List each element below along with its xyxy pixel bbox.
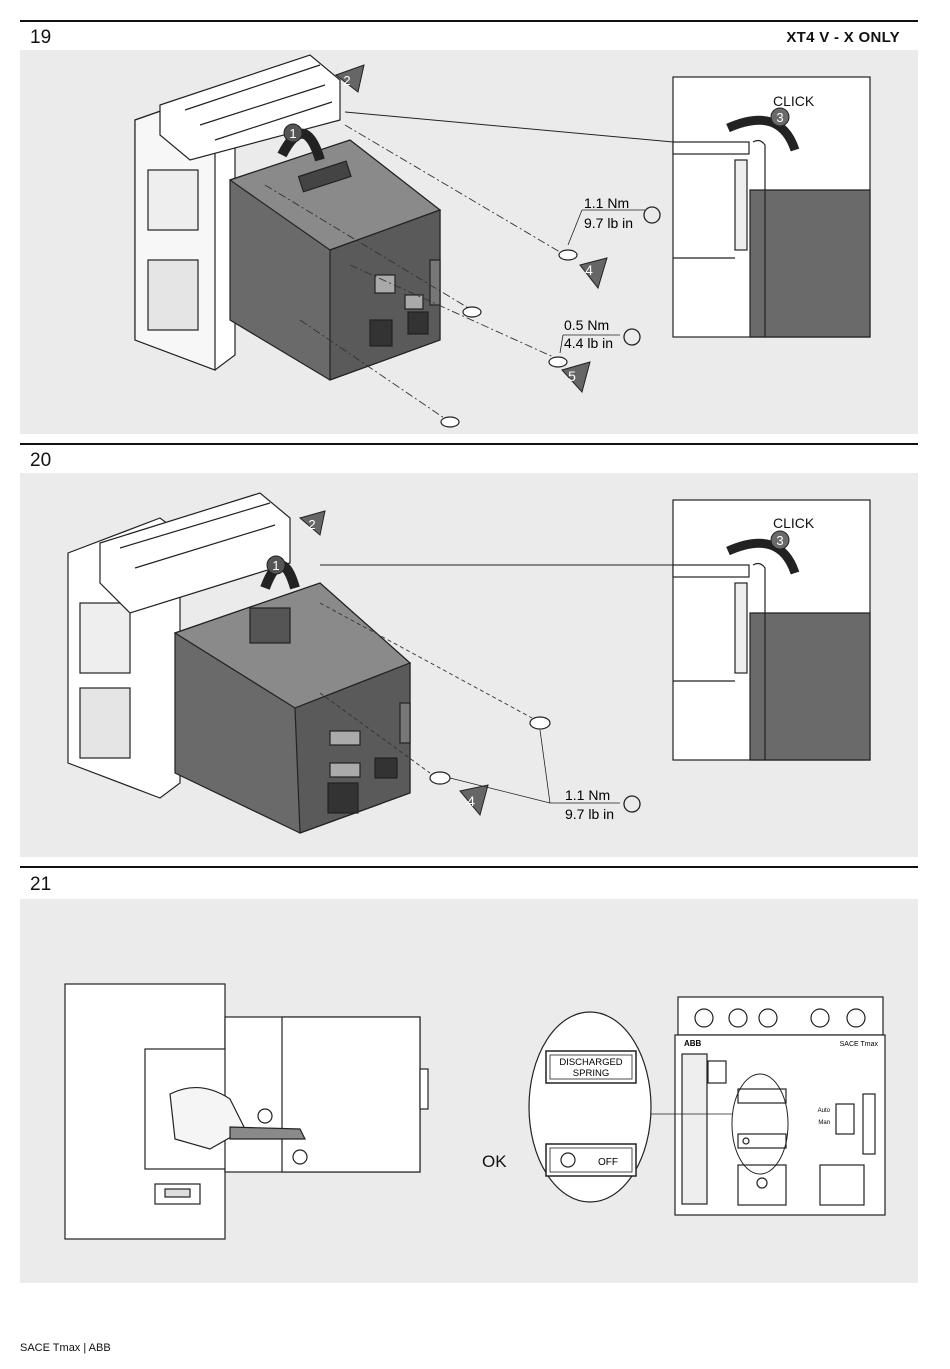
discharged-label-line1: DISCHARGED — [559, 1057, 622, 1068]
breaker-side-view — [65, 984, 428, 1239]
torque-icon — [644, 207, 660, 223]
model-label: SACE Tmax — [840, 1041, 879, 1048]
torque-icon — [624, 796, 640, 812]
callout-4: 4 — [585, 262, 593, 278]
torque-spec: 0.5 Nm 4.4 lb in — [560, 317, 640, 353]
operator-front-view — [651, 997, 885, 1215]
ok-label: OK — [482, 1152, 507, 1171]
svg-text:1.1 Nm: 1.1 Nm — [565, 787, 610, 803]
step-21-drawing: OK DISCHARGED SPRING OFF — [20, 899, 918, 1283]
section-rule — [20, 866, 918, 868]
brand-label: ABB — [684, 1039, 702, 1048]
svg-text:4.4 lb in: 4.4 lb in — [564, 335, 613, 351]
svg-text:1.1 Nm: 1.1 Nm — [584, 195, 629, 211]
step-19-drawing: 3 CLICK 1 2 4 5 1.1 Nm 9.7 lb in 0.5 Nm … — [20, 50, 918, 434]
man-label: Man — [818, 1120, 830, 1126]
footer-text: SACE Tmax | ABB — [20, 1342, 111, 1354]
callout-2: 2 — [343, 73, 350, 88]
step-20-drawing: 3 CLICK 1 2 4 1.1 Nm 9.7 lb in — [20, 473, 918, 857]
click-label: CLICK — [773, 93, 815, 109]
motor-operator — [175, 583, 410, 833]
detail-leader-line — [345, 112, 673, 142]
off-label: OFF — [598, 1157, 618, 1168]
callout-3: 3 — [776, 533, 783, 548]
svg-text:9.7 lb in: 9.7 lb in — [584, 215, 633, 231]
svg-text:0.5 Nm: 0.5 Nm — [564, 317, 609, 333]
step-20-illustration: 3 CLICK 1 2 4 1.1 Nm 9.7 lb in — [20, 473, 918, 857]
callout-3: 3 — [776, 110, 783, 125]
indicator-zoom: DISCHARGED SPRING OFF — [529, 1012, 651, 1202]
step-number: 21 — [30, 874, 51, 896]
step-19-illustration: 3 CLICK 1 2 4 5 1.1 Nm 9.7 lb in 0.5 Nm … — [20, 50, 918, 434]
callout-4: 4 — [467, 793, 475, 809]
motor-operator — [230, 140, 440, 380]
auto-label: Auto — [818, 1108, 831, 1114]
screws — [441, 250, 577, 427]
callout-5: 5 — [568, 368, 576, 384]
discharged-label-line2: SPRING — [573, 1068, 609, 1079]
top-rule — [20, 20, 918, 22]
callout-2: 2 — [308, 517, 315, 532]
torque-spec: 1.1 Nm 9.7 lb in — [568, 195, 660, 245]
step-21-illustration: OK DISCHARGED SPRING OFF — [20, 899, 918, 1283]
step-number: 20 — [30, 450, 51, 472]
screws — [430, 717, 550, 784]
svg-text:9.7 lb in: 9.7 lb in — [565, 806, 614, 822]
step-number: 19 — [30, 27, 51, 49]
callout-1: 1 — [272, 558, 279, 573]
torque-icon — [624, 329, 640, 345]
applicability-label: XT4 V - X ONLY — [786, 29, 900, 46]
callout-1: 1 — [289, 126, 296, 141]
click-label: CLICK — [773, 515, 815, 531]
section-rule — [20, 443, 918, 445]
